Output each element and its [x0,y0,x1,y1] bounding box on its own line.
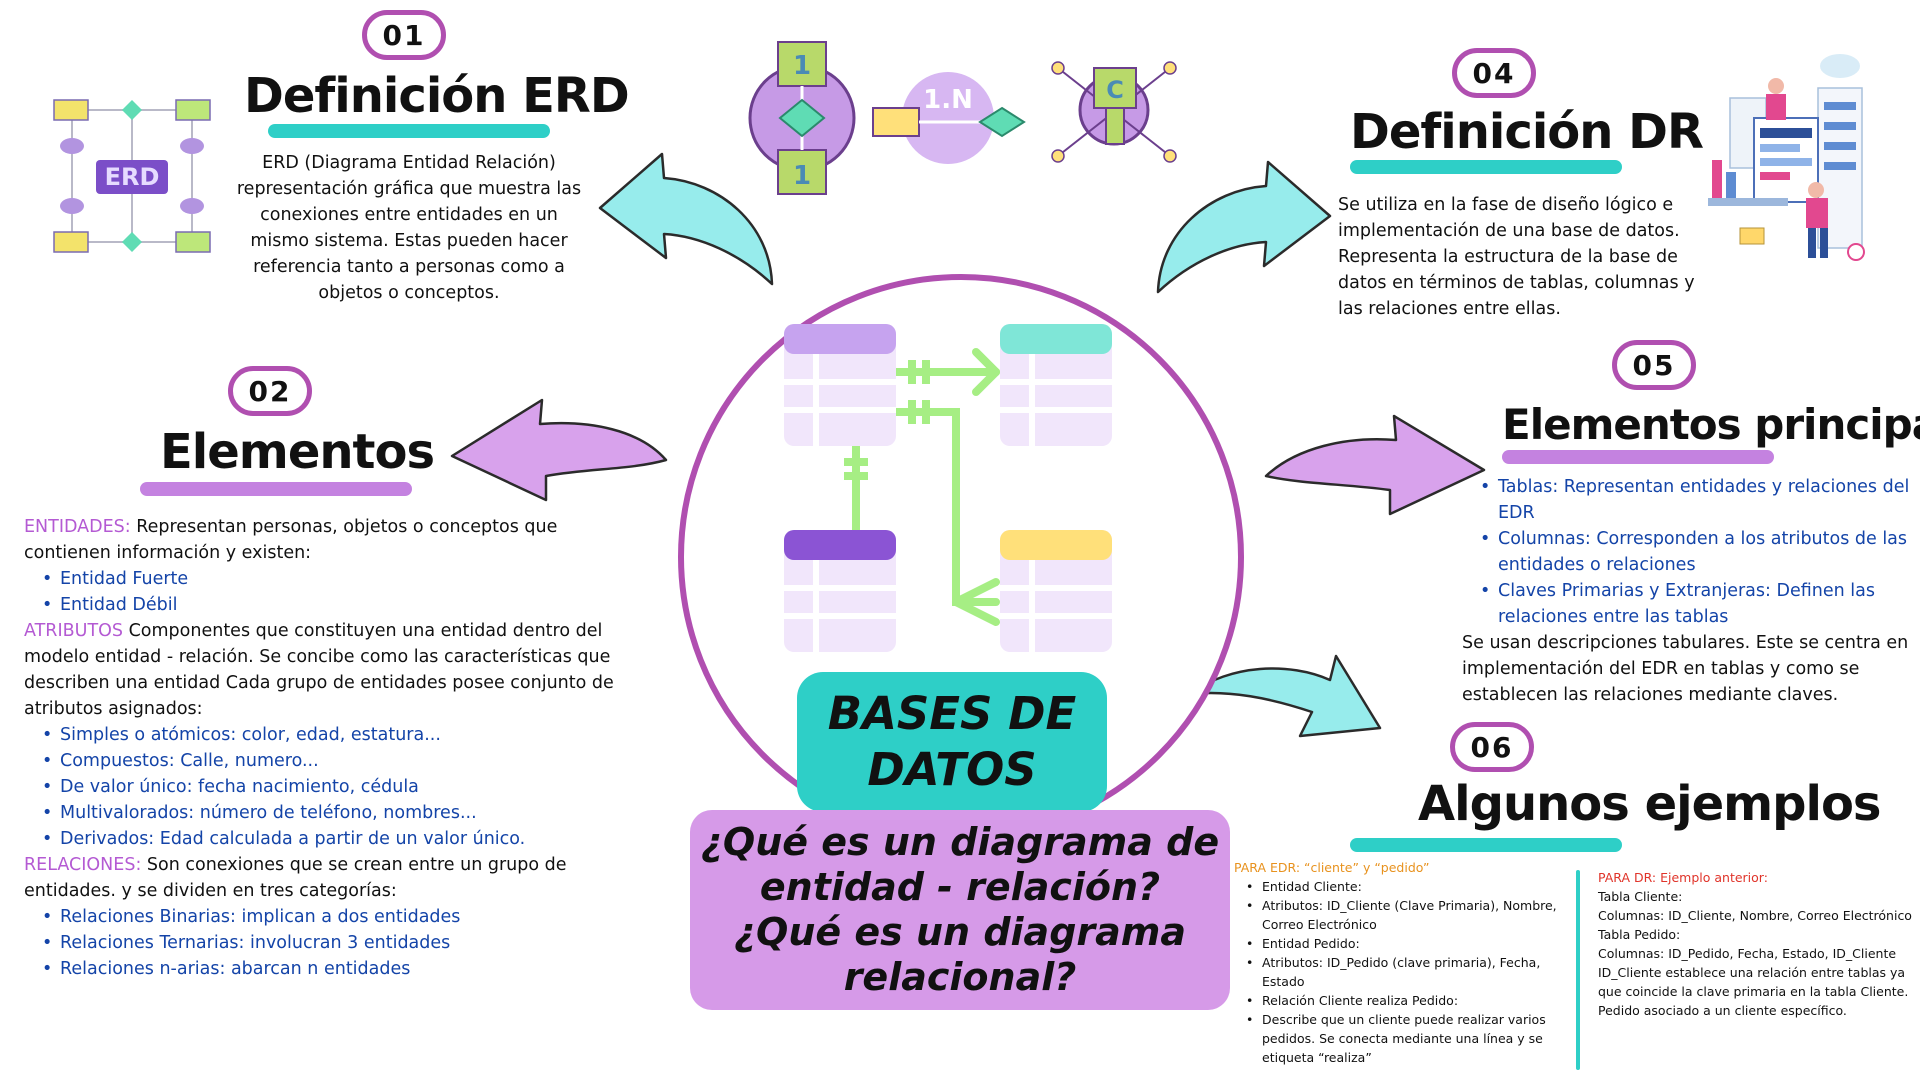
title-underline [1350,160,1622,174]
edr-example-column: PARA EDR: “cliente” y “pedido” Entidad C… [1234,858,1564,1067]
definicion-erd-text: ERD (Diagrama Entidad Relación) represen… [236,153,582,303]
list-item: Compuestos: Calle, numero... [24,748,614,774]
list-item: Columnas: Corresponden a los atributos d… [1462,526,1914,578]
list-item: Atributos: ID_Cliente (Clave Primaria), … [1234,896,1564,934]
table-bottom-left-icon [784,530,896,652]
arrow-to-elementos-principales [1264,414,1486,516]
elementos-principales-text: Se usan descripciones tabulares. Este se… [1462,633,1909,705]
cardinality-icons: 1 1 1.N C [748,41,1177,195]
dr-example-line: Columnas: ID_Pedido, Fecha, Estado, ID_C… [1598,946,1897,961]
edr-example-list: Entidad Cliente: Atributos: ID_Cliente (… [1234,877,1564,1067]
table-bottom-right-icon [1000,530,1112,652]
relaciones-paragraph: RELACIONES: Son conexiones que se crean … [24,852,614,904]
arrow-to-definicion-erd [598,152,774,286]
example-divider [1576,870,1580,1070]
question-line: relacional? [843,955,1077,999]
database-team-illustration [1708,54,1865,261]
arrow-to-algunos-ejemplos [1188,654,1382,738]
relaciones-label: RELACIONES: [24,855,142,875]
section-title-elementos-principales: Elementos principales [1502,400,1920,449]
title-underline [140,482,412,496]
atributos-list: Simples o atómicos: color, edad, estatur… [24,722,614,852]
list-item: Atributos: ID_Pedido (clave primaria), F… [1234,953,1564,991]
question-line: entidad - relación? [759,865,1161,909]
relaciones-text: Son conexiones que se crean entre un gru… [24,855,567,901]
list-item: Entidad Pedido: [1234,934,1564,953]
dr-example-line: Tabla Pedido: [1598,927,1681,942]
erd-label: ERD [105,163,160,191]
central-title-line: DATOS [867,743,1037,796]
elementos-principales-list: Tablas: Representan entidades y relacion… [1462,474,1914,630]
central-title: BASES DE DATOS [797,672,1107,812]
list-item: Multivalorados: número de teléfono, nomb… [24,800,614,826]
list-item: Entidad Fuerte [24,566,614,592]
one-to-one-icon: 1 1 [748,41,856,195]
list-item: Relaciones Ternarias: involucran 3 entid… [24,930,614,956]
dr-example-line: ID_Cliente establece una relación entre … [1598,965,1909,1018]
dr-example-column: PARA DR: Ejemplo anterior: Tabla Cliente… [1598,868,1914,1020]
section-number-04: 04 [1452,48,1536,98]
table-top-left-icon [784,324,896,446]
dr-example-line: Columnas: ID_Cliente, Nombre, Correo Ele… [1598,908,1912,923]
list-item: Relaciones Binarias: implican a dos enti… [24,904,614,930]
dr-example-line: Tabla Cliente: [1598,889,1683,904]
list-item: Describe que un cliente puede realizar v… [1234,1010,1564,1067]
entidades-text: Representan personas, objetos o concepto… [24,517,558,563]
central-questions: ¿Qué es un diagrama de entidad - relació… [690,810,1230,1010]
one-to-many-icon: 1.N [872,72,1026,164]
section-title-algunos-ejemplos: Algunos ejemplos [1418,776,1881,832]
atributos-text: Componentes que constituyen una entidad … [24,621,614,719]
edr-example-header: PARA EDR: “cliente” y “pedido” [1234,860,1430,875]
atributos-paragraph: ATRIBUTOS Componentes que constituyen un… [24,618,614,722]
list-item: Relación Cliente realiza Pedido: [1234,991,1564,1010]
list-item: Relaciones n-arias: abarcan n entidades [24,956,614,982]
central-title-line: BASES DE [827,687,1077,740]
question-line: ¿Qué es un diagrama [733,910,1187,954]
title-underline [1502,450,1774,464]
section-title-definicion-erd: Definición ERD [244,68,630,124]
card-one-bottom: 1 [793,161,811,191]
question-line: ¿Qué es un diagrama de [700,820,1220,864]
list-item: De valor único: fecha nacimiento, cédula [24,774,614,800]
atributos-label: ATRIBUTOS [24,621,124,641]
section-number-05: 05 [1612,340,1696,390]
section-number-01: 01 [362,10,446,60]
dr-example-header: PARA DR: Ejemplo anterior: [1598,870,1768,885]
constraint-c-icon: C [1051,61,1177,163]
title-underline [1350,838,1622,852]
card-one-n: 1.N [923,85,973,115]
card-c: C [1106,76,1124,104]
definicion-dr-text: Se utiliza en la fase de diseño lógico e… [1338,195,1695,319]
section-number-02: 02 [228,366,312,416]
entidades-paragraph: ENTIDADES: Representan personas, objetos… [24,514,614,566]
elementos-principales-content: Tablas: Representan entidades y relacion… [1462,474,1914,708]
list-item: Entidad Débil [24,592,614,618]
title-underline [268,124,550,138]
relaciones-list: Relaciones Binarias: implican a dos enti… [24,904,614,982]
section-number-06: 06 [1450,722,1534,772]
entidades-label: ENTIDADES: [24,517,131,537]
list-item: Simples o atómicos: color, edad, estatur… [24,722,614,748]
arrow-to-definicion-dr [1156,160,1332,294]
list-item: Derivados: Edad calculada a partir de un… [24,826,614,852]
entidades-list: Entidad Fuerte Entidad Débil [24,566,614,618]
erd-diagram-icon: ERD [53,99,211,253]
section-title-definicion-dr: Definición DR [1350,104,1704,160]
arrow-to-elementos [450,398,668,502]
section-title-elementos: Elementos [160,424,435,480]
card-one-top: 1 [793,51,811,81]
list-item: Entidad Cliente: [1234,877,1564,896]
elementos-content: ENTIDADES: Representan personas, objetos… [24,514,614,982]
list-item: Tablas: Representan entidades y relacion… [1462,474,1914,526]
list-item: Claves Primarias y Extranjeras: Definen … [1462,578,1914,630]
table-top-right-icon [1000,324,1112,446]
